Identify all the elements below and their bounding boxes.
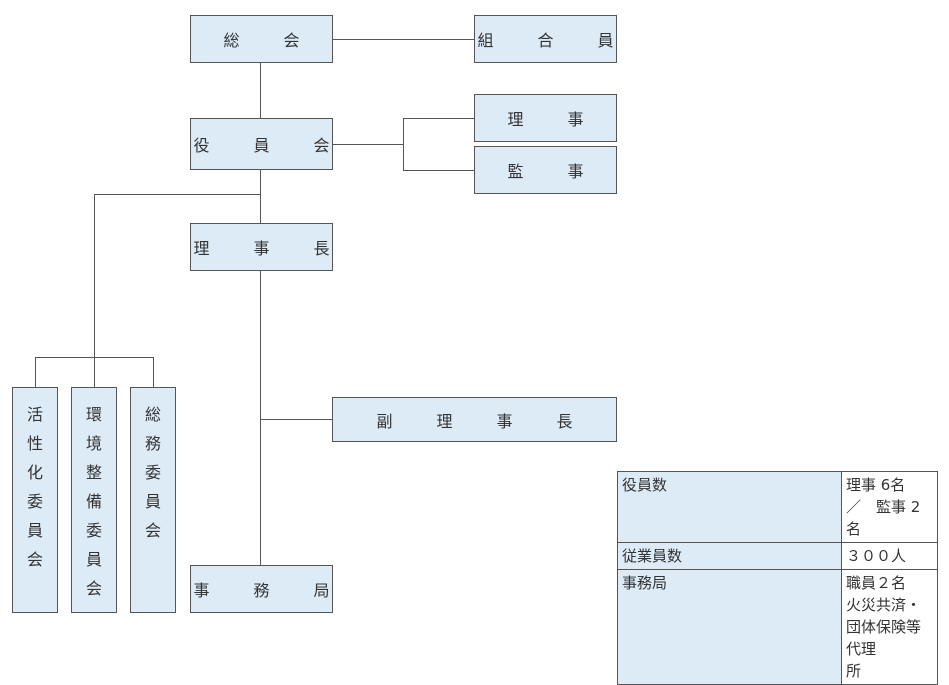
node-board: 役 員 会: [190, 118, 333, 170]
node-general-meeting: 総 会: [190, 15, 333, 63]
connector: [403, 118, 404, 170]
connector: [35, 357, 36, 388]
node-label: 役 員 会: [193, 136, 344, 155]
node-directors: 理 事: [474, 94, 617, 142]
committee-char: 委: [85, 521, 102, 540]
node-label: 監 事: [507, 162, 598, 181]
table-row: 事務局職員２名火災共済・団体保険等代理所: [617, 569, 938, 685]
row-key: 事務局: [617, 569, 842, 685]
connector: [35, 357, 154, 358]
committee-char: 備: [85, 492, 102, 511]
value-line: 火災共済・団体保険等代理: [846, 596, 922, 658]
connector: [260, 419, 332, 420]
node-label: 組 合 員: [477, 31, 628, 50]
connector: [403, 118, 474, 119]
value-line: 理事 6名 ／ 監事 2名: [846, 476, 921, 538]
node-secretariat: 事 務 局: [190, 565, 333, 613]
node-label: 副 理 事 長: [376, 411, 587, 431]
committee-char: 員: [85, 550, 102, 569]
committee-char: 会: [85, 579, 102, 598]
node-label: 理 事: [507, 110, 598, 129]
value-line: ３００人: [846, 547, 907, 565]
connector: [260, 270, 261, 566]
node-label: 総 会: [223, 31, 314, 50]
node-label: 理 事 長: [193, 239, 344, 258]
committee-char: 会: [144, 521, 161, 540]
committee-activation: 活性化委員会: [12, 387, 58, 613]
committee-char: 化: [26, 463, 43, 482]
value-line: 所: [846, 662, 862, 680]
committee-char: 会: [26, 550, 43, 569]
row-value: ３００人: [841, 542, 938, 570]
committee-char: 活: [26, 405, 43, 424]
connector: [260, 63, 261, 119]
committee-char: 環: [85, 405, 102, 424]
committee-general-affairs: 総務委員会: [130, 387, 176, 613]
connector: [403, 170, 474, 171]
row-value: 職員２名火災共済・団体保険等代理所: [841, 569, 938, 685]
committee-char: 員: [26, 521, 43, 540]
table-row: 役員数理事 6名 ／ 監事 2名: [617, 471, 938, 543]
node-auditors: 監 事: [474, 146, 617, 194]
connector: [94, 194, 95, 388]
node-vice-chairman: 副 理 事 長: [332, 397, 617, 442]
row-key: 従業員数: [617, 542, 842, 570]
node-members: 組 合 員: [474, 15, 617, 63]
committee-char: 総: [144, 405, 161, 424]
committee-char: 整: [85, 463, 102, 482]
committee-environment: 環境整備委員会: [71, 387, 117, 613]
connector: [153, 357, 154, 388]
committee-char: 委: [144, 463, 161, 482]
committee-char: 境: [85, 434, 102, 453]
committee-char: 性: [26, 434, 43, 453]
connector: [94, 194, 261, 195]
connector: [332, 144, 403, 145]
connector: [332, 39, 474, 40]
node-chairman: 理 事 長: [190, 223, 333, 271]
node-label: 事 務 局: [193, 581, 344, 600]
row-key: 役員数: [617, 471, 842, 543]
committee-char: 員: [144, 492, 161, 511]
value-line: 職員２名: [846, 574, 907, 592]
row-value: 理事 6名 ／ 監事 2名: [841, 471, 938, 543]
committee-char: 委: [26, 492, 43, 511]
committee-char: 務: [144, 434, 161, 453]
connector: [260, 170, 261, 224]
